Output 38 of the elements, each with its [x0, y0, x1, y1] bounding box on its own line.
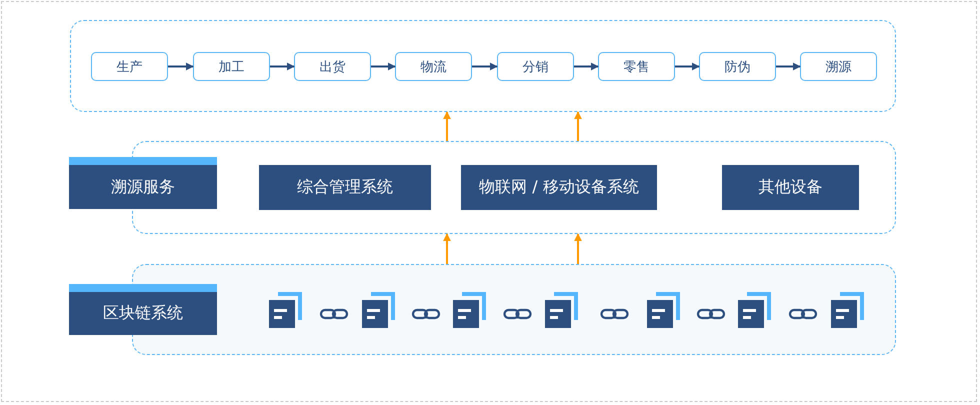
block-icon	[545, 292, 578, 328]
chain-link-connector	[320, 308, 348, 320]
block-icon	[453, 292, 486, 328]
dashed-group-frame	[70, 20, 896, 112]
arrow	[574, 62, 599, 70]
arrow	[574, 233, 582, 264]
arrow	[574, 111, 582, 141]
process-box: 零售	[598, 52, 675, 81]
arrow	[472, 62, 498, 70]
arrow	[371, 62, 396, 70]
block-icon	[738, 292, 771, 328]
block-icon	[647, 292, 680, 328]
process-box: 生产	[91, 52, 168, 81]
layer-label-bar: 溯源服务	[69, 157, 217, 209]
arrow	[776, 62, 801, 70]
chain-link-connector	[600, 308, 629, 320]
process-box: 分销	[497, 52, 574, 81]
chain-link-connector	[412, 308, 440, 320]
system-box: 综合管理系统	[259, 165, 431, 210]
process-box: 加工	[193, 52, 270, 81]
arrow	[443, 111, 451, 141]
arrow	[168, 62, 194, 70]
system-box: 物联网 / 移动设备系统	[461, 165, 657, 210]
system-box: 其他设备	[722, 165, 859, 210]
process-box: 溯源	[800, 52, 877, 81]
arrow	[675, 62, 700, 70]
process-box: 防伪	[699, 52, 776, 81]
block-icon	[269, 292, 302, 328]
process-box: 出货	[294, 52, 371, 81]
block-icon	[831, 292, 864, 328]
layer-label-bar: 区块链系统	[69, 284, 217, 335]
process-box: 物流	[395, 52, 472, 81]
arrow	[443, 233, 451, 264]
chain-link-connector	[788, 308, 818, 320]
chain-link-connector	[696, 308, 726, 320]
block-icon	[362, 292, 395, 328]
arrow	[270, 62, 295, 70]
chain-link-connector	[503, 308, 532, 320]
